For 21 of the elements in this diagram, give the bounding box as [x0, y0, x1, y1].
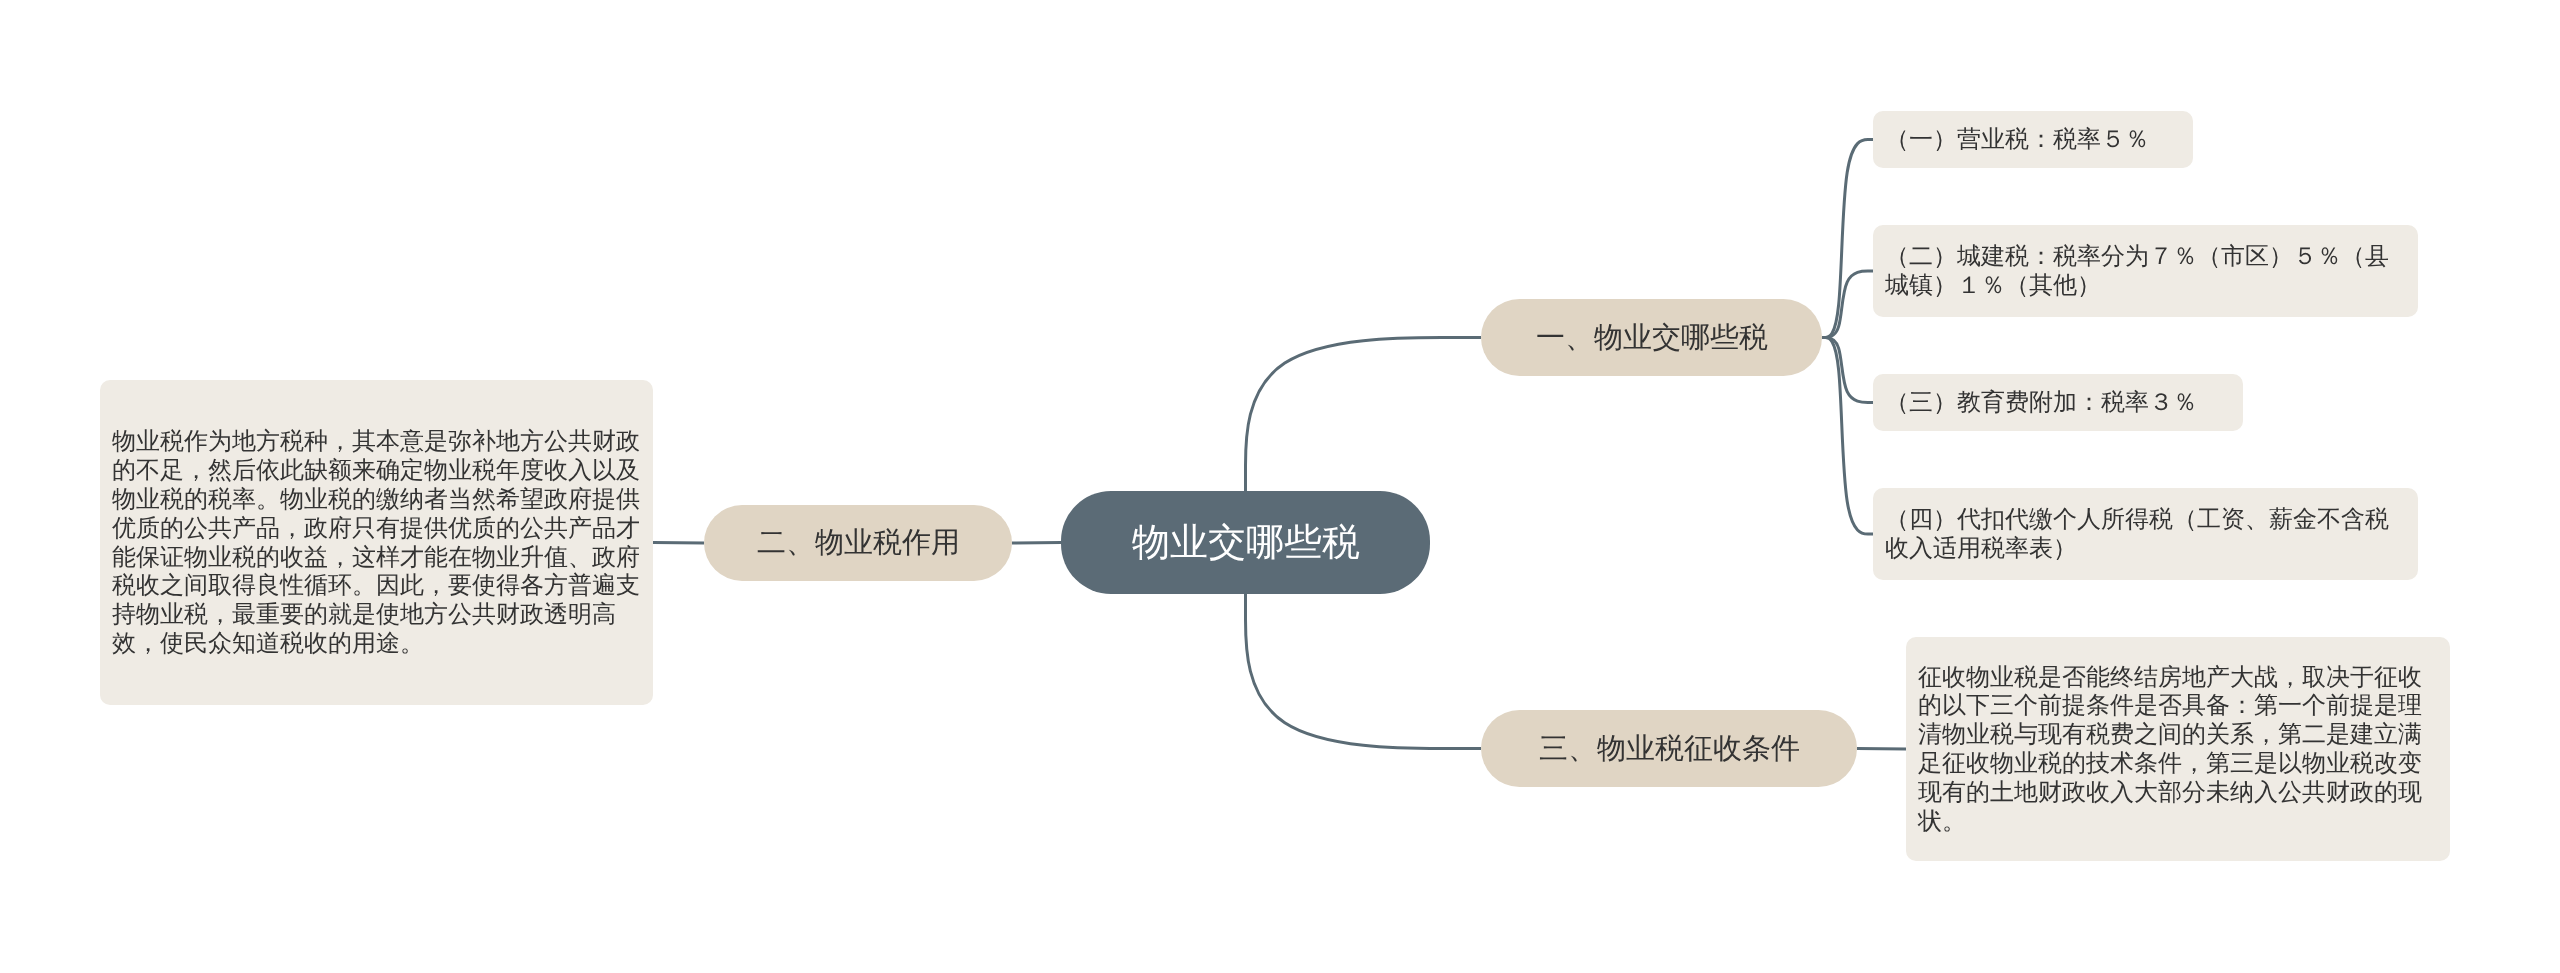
text-card [1906, 637, 2450, 861]
subtopic-card [1873, 374, 2243, 431]
topic-text: （二）城建税：税率分为７％（市区）５％（县城镇）１％（其他） [1885, 242, 2390, 300]
topic-text: 物业税作为地方税种，其本意是弥补地方公共财政的不足，然后依此缺额来确定物业税年度收入以及物业税的税率。物业税的缴纳者当然希望政府提供优质的公共产品，政府只有提供优质的公共产品才能保证物业税的收益，这样才能在物业升值、政府税收之间取得良性循环。因此，要使得各方普遍支持物业税，最重要的就是使地方公共财政透明高效，使民众知道税收的用途。 [112, 427, 641, 658]
topic-text: （一）营业税：税率５％ [1885, 125, 2149, 154]
connector-line [1012, 541, 1061, 545]
connector-line [653, 541, 704, 545]
topic-text: 一、物业交哪些税 [1535, 318, 1768, 356]
subtopic-card [1873, 488, 2418, 580]
connector-line [1244, 336, 1481, 491]
topic-text: 三、物业税征收条件 [1538, 729, 1800, 767]
topic-text: 二、物业税作用 [756, 524, 960, 561]
topic-text: （三）教育费附加：税率３％ [1885, 388, 2197, 417]
text-card [100, 380, 653, 705]
connector-line [1244, 594, 1481, 750]
subtopic-card [1873, 225, 2418, 317]
topic-text: （四）代扣代缴个人所得税（工资、薪金不含税收入适用税率表） [1885, 505, 2390, 563]
connector-line [1857, 747, 1906, 751]
topic-text: 物业交哪些税 [1131, 519, 1360, 566]
topic-text: 征收物业税是否能终结房地产大战，取决于征收的以下三个前提条件是否具备：第一个前提是理清物业税与现有税费之间的关系，第二是建立满足征收物业税的技术条件，第三是以物业税改变现有的土地财政收入大部分未纳入公共财政的现状。 [1918, 662, 2423, 836]
subtopic-card [1873, 111, 2193, 168]
